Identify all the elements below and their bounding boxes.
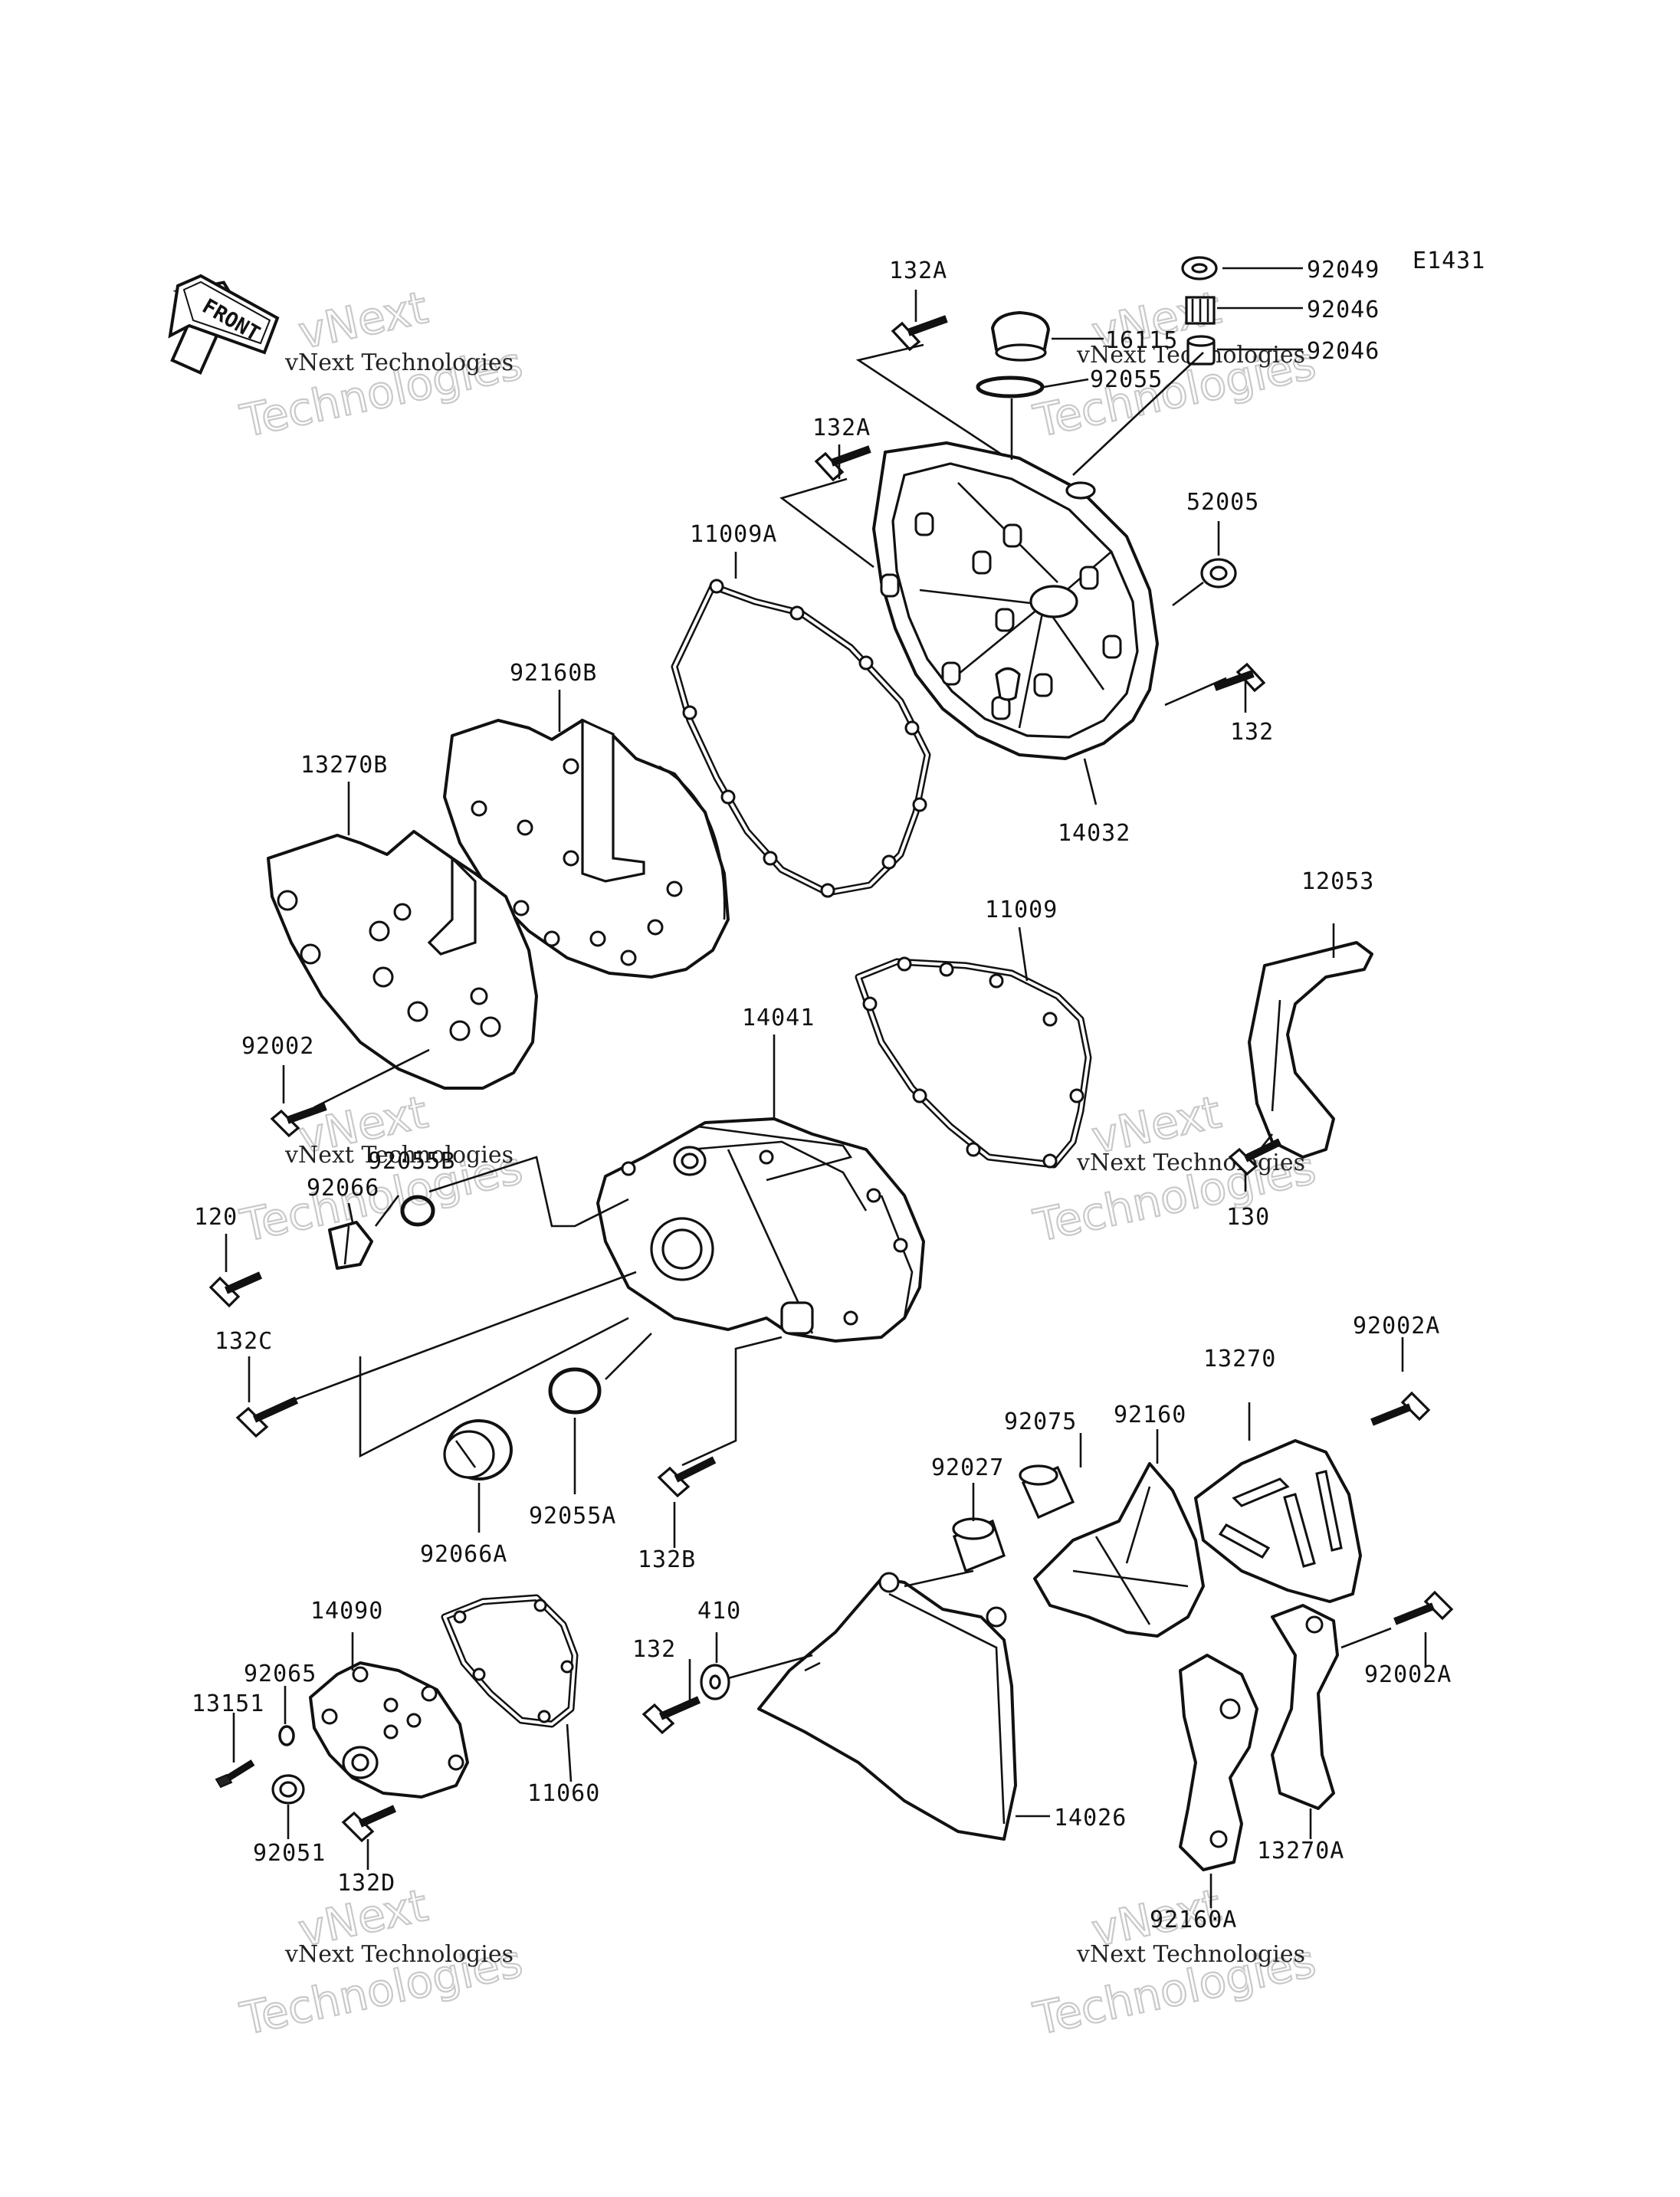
callout-92055B: 92055B	[368, 1148, 455, 1175]
part-13270B-plate	[267, 830, 538, 1090]
part-14026-sprocket-cover	[757, 1572, 1017, 1841]
part-11060-gasket	[441, 1594, 579, 1728]
bolt-130	[1228, 1138, 1282, 1176]
callout-92002A: 92002A	[1364, 1661, 1452, 1688]
part-13270-plate	[1194, 1439, 1362, 1603]
callout-labels: 92049 92046 92046 16115 92055 132A 132A …	[192, 257, 1452, 1933]
part-92046-bearing-a	[1185, 296, 1216, 325]
callout-11060: 11060	[527, 1780, 600, 1807]
callout-92160B: 92160B	[510, 660, 597, 687]
bolt-132-low	[641, 1696, 701, 1735]
callout-92065: 92065	[244, 1661, 317, 1687]
callout-12053: 12053	[1301, 868, 1374, 895]
part-52005-cap	[1200, 558, 1237, 589]
bolt-92002A-top	[1370, 1391, 1431, 1426]
callout-52005: 52005	[1186, 489, 1259, 516]
callout-92002: 92002	[241, 1033, 314, 1060]
part-92160A-insulator	[1179, 1654, 1258, 1871]
callout-13270A: 13270A	[1257, 1838, 1344, 1864]
part-92046-bearing-b	[1186, 335, 1216, 366]
part-92160B-insulator	[443, 718, 730, 979]
bolt-120	[208, 1271, 263, 1308]
callout-120: 120	[194, 1204, 238, 1231]
callout-11009: 11009	[985, 897, 1058, 923]
callout-92075: 92075	[1004, 1408, 1077, 1435]
callout-13151: 13151	[192, 1690, 264, 1717]
bolt-92002	[270, 1103, 327, 1138]
callout-92066: 92066	[307, 1175, 379, 1202]
part-92160-insulator	[1033, 1462, 1205, 1638]
watermark-bottom-right: vNext Technologies vNext Technologies	[1029, 1878, 1321, 2046]
watermark-caption: vNext Technologies	[284, 1941, 514, 1968]
watermark-bottom-left: vNext Technologies vNext Technologies	[235, 1878, 528, 2046]
bolt-132A-mid	[814, 445, 871, 482]
callout-16115: 16115	[1105, 327, 1178, 354]
part-92055-o-ring	[976, 375, 1045, 398]
part-13151-pin	[215, 1759, 255, 1789]
callout-132B: 132B	[638, 1546, 696, 1573]
bolt-132B	[657, 1456, 717, 1498]
callout-92160A: 92160A	[1150, 1907, 1237, 1933]
part-92055B-o-ring	[400, 1195, 435, 1227]
part-11009-gasket	[855, 956, 1092, 1169]
callout-11009A: 11009A	[690, 521, 777, 548]
callout-132D: 132D	[337, 1870, 395, 1897]
bolt-132C	[235, 1396, 299, 1438]
callout-13270: 13270	[1203, 1346, 1276, 1372]
leader-lines	[225, 267, 1427, 1908]
callout-14090: 14090	[310, 1598, 383, 1625]
watermark-top-right: vNext Technologies vNext Technologies	[1029, 280, 1321, 448]
callout-92046: 92046	[1307, 297, 1380, 323]
callout-410: 410	[697, 1598, 741, 1625]
part-11009A-gasket	[671, 579, 931, 898]
part-13270A-plate	[1271, 1604, 1339, 1810]
callout-92051: 92051	[253, 1840, 326, 1867]
part-14041-generator-cover	[596, 1117, 925, 1343]
part-92055A-o-ring	[548, 1367, 602, 1415]
callout-132: 132	[632, 1636, 676, 1663]
callout-132: 132	[1230, 719, 1274, 746]
callout-92002A: 92002A	[1353, 1313, 1440, 1340]
callout-132A: 132A	[889, 257, 947, 284]
part-14090-oil-pump-cover	[309, 1661, 469, 1799]
part-16115-oil-filler-cap	[991, 311, 1050, 362]
bolt-132	[1213, 662, 1266, 693]
callout-132A: 132A	[812, 415, 871, 441]
callout-130: 130	[1226, 1204, 1270, 1231]
part-92066A-plug	[443, 1419, 513, 1481]
callout-14026: 14026	[1054, 1805, 1127, 1831]
part-92065-o-ring	[278, 1725, 295, 1746]
callout-92027: 92027	[931, 1454, 1004, 1481]
bolt-92002A-low	[1393, 1590, 1454, 1625]
part-92027-collar	[952, 1517, 1006, 1573]
callout-13270B: 13270B	[300, 752, 388, 779]
watermark-caption: vNext Technologies	[284, 349, 514, 376]
diagram-code: E1431	[1413, 248, 1485, 274]
bolt-132A-top	[891, 315, 948, 352]
callout-92160: 92160	[1114, 1402, 1186, 1428]
callout-14041: 14041	[742, 1005, 815, 1031]
svg-text:vNext: vNext	[294, 281, 432, 359]
part-14032-clutch-cover	[872, 441, 1159, 760]
callout-92046: 92046	[1307, 338, 1380, 365]
bolt-132D	[341, 1805, 397, 1843]
part-92066-plug	[328, 1221, 373, 1270]
watermark-caption: vNext Technologies	[1076, 1149, 1305, 1176]
part-410-washer	[700, 1664, 730, 1700]
callout-14032: 14032	[1058, 820, 1130, 847]
callout-92055A: 92055A	[529, 1503, 616, 1530]
watermark-caption: vNext Technologies	[284, 1142, 514, 1169]
watermark-caption: vNext Technologies	[1076, 1941, 1305, 1968]
callout-92066A: 92066A	[420, 1541, 507, 1568]
callout-132C: 132C	[215, 1328, 273, 1355]
part-92049-seal	[1181, 256, 1218, 280]
part-92075-collar	[1019, 1464, 1075, 1520]
watermark-top-left: vNext Technologies vNext Technologies	[235, 280, 528, 448]
part-12053-chain-cover	[1248, 941, 1373, 1159]
callout-92055: 92055	[1090, 366, 1163, 393]
part-92051-oil-seal	[271, 1774, 305, 1805]
callout-92049: 92049	[1307, 257, 1380, 284]
